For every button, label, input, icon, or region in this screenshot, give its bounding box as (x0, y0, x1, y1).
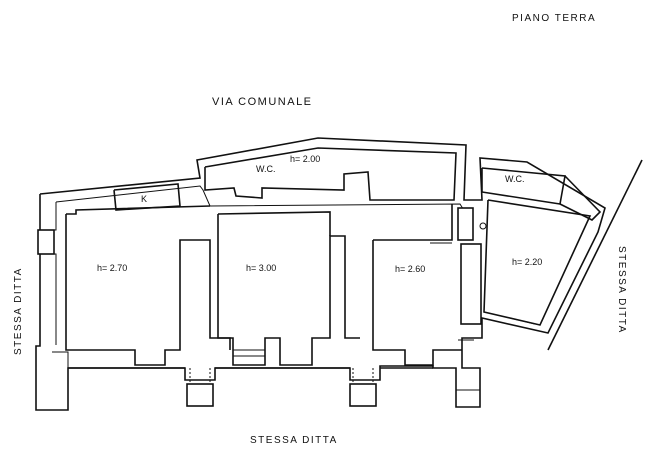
wc-right: W.C. (481, 167, 602, 221)
west-doorway (37, 229, 55, 255)
south-wall (68, 367, 480, 391)
wc-top-height: h= 2.00 (290, 154, 320, 164)
room-3-height: h= 2.60 (395, 264, 425, 274)
kitchen-box: K (113, 183, 181, 211)
bottom-boxes (186, 368, 377, 407)
room-3: h= 2.60 (372, 204, 462, 366)
wc-right-label: W.C. (505, 174, 525, 184)
room-2-height: h= 3.00 (246, 263, 276, 273)
right-column (457, 207, 487, 341)
street-label: VIA COMUNALE (212, 96, 313, 108)
room-2: h= 3.00 (217, 211, 360, 366)
kitchen-label: K (141, 194, 147, 204)
south-neighbor-label: STESSA DITTA (250, 435, 338, 446)
room-1-height: h= 2.70 (97, 263, 127, 273)
east-neighbor-label: STESSA DITTA (616, 246, 627, 334)
wc-top-label: W.C. (256, 164, 276, 174)
west-neighbor-label: STESSA DITTA (13, 267, 24, 355)
plan-title: PIANO TERRA (512, 13, 596, 24)
room-4-height: h= 2.20 (512, 257, 542, 267)
room-1: h= 2.70 (65, 205, 231, 366)
room-4: h= 2.20 (483, 199, 592, 326)
wc-top: W.C. h= 2.00 (204, 147, 457, 201)
east-property-line (547, 159, 643, 351)
